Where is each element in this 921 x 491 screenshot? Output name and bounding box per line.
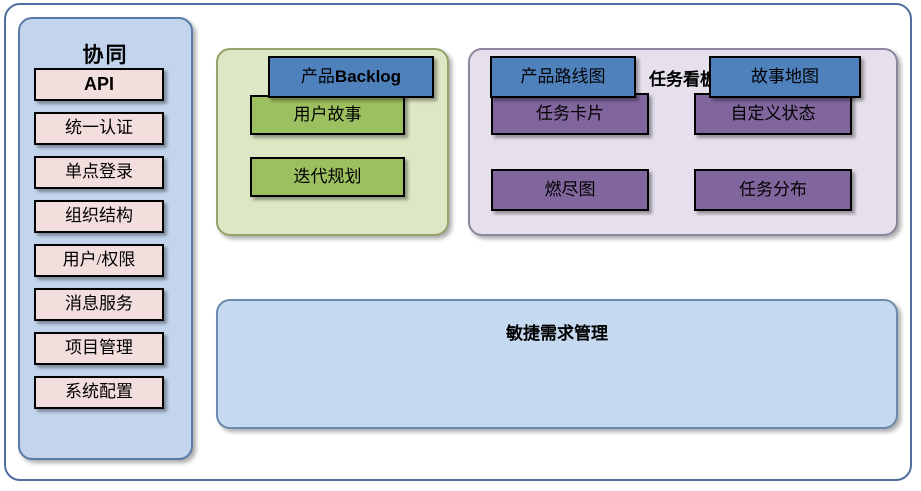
taskboard-item-task-distribution[interactable]: 任务分布 bbox=[694, 169, 852, 211]
sidebar-item-unified-auth[interactable]: 统一认证 bbox=[34, 112, 164, 145]
agile-requirements-panel: 敏捷需求管理 bbox=[216, 299, 898, 429]
agile-item-product-backlog-emphasis: Backlog bbox=[334, 66, 402, 86]
agile-item-product-backlog-label: 产品Backlog bbox=[300, 66, 402, 87]
sidebar-item-org-structure[interactable]: 组织结构 bbox=[34, 200, 164, 233]
taskboard-item-custom-status[interactable]: 自定义状态 bbox=[694, 93, 852, 135]
task-board-title: 任务看板 bbox=[649, 70, 717, 89]
agile-item-product-backlog[interactable]: 产品Backlog bbox=[268, 56, 434, 98]
taskboard-item-task-card[interactable]: 任务卡片 bbox=[491, 93, 649, 135]
sidebar-item-project-management[interactable]: 项目管理 bbox=[34, 332, 164, 365]
sidebar-item-user-permission[interactable]: 用户/权限 bbox=[34, 244, 164, 277]
sidebar-item-api[interactable]: API bbox=[34, 68, 164, 101]
sidebar-item-system-config[interactable]: 系统配置 bbox=[34, 376, 164, 409]
taskboard-item-burndown-chart[interactable]: 燃尽图 bbox=[491, 169, 649, 211]
sidebar-item-message-service[interactable]: 消息服务 bbox=[34, 288, 164, 321]
agile-item-product-backlog-prefix: 产品 bbox=[300, 66, 335, 86]
iteration-item-iteration-planning[interactable]: 迭代规划 bbox=[250, 157, 405, 197]
agile-requirements-title: 敏捷需求管理 bbox=[506, 324, 608, 343]
agile-item-story-map[interactable]: 故事地图 bbox=[709, 56, 861, 98]
sidebar-title: 协同 bbox=[82, 44, 129, 67]
iteration-item-user-story[interactable]: 用户故事 bbox=[250, 95, 405, 135]
agile-item-product-roadmap[interactable]: 产品路线图 bbox=[490, 56, 636, 98]
sidebar-item-sso[interactable]: 单点登录 bbox=[34, 156, 164, 189]
